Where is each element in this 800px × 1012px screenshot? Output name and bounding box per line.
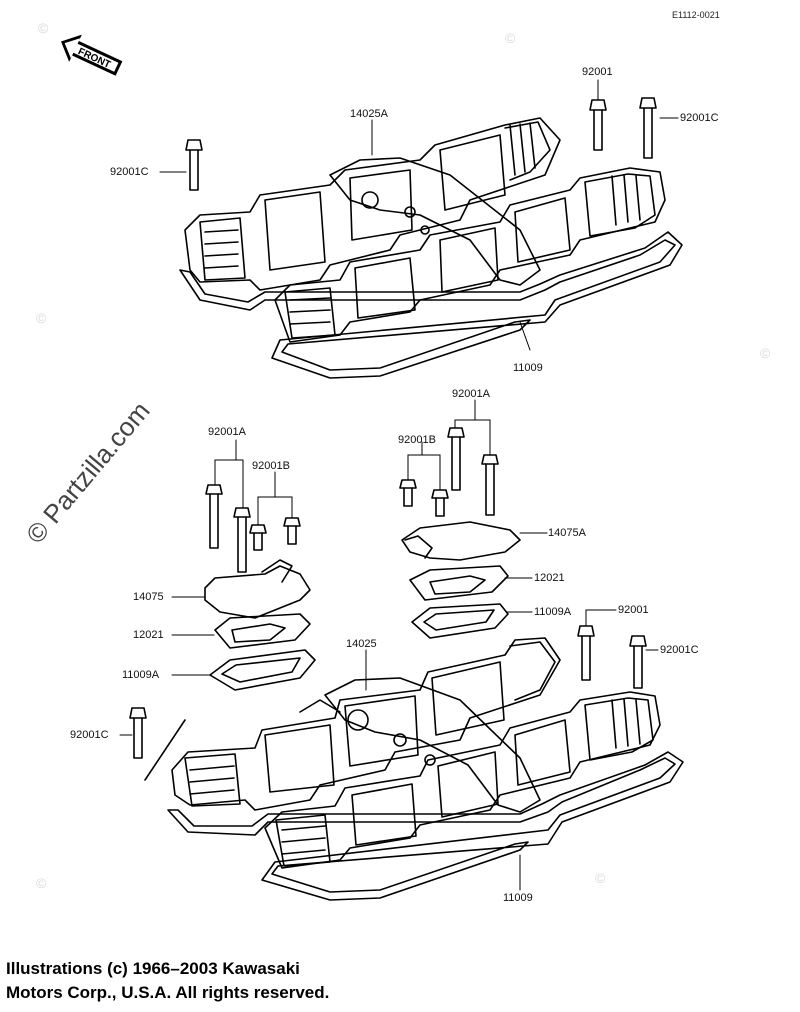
label-92001-lower: 92001 xyxy=(618,604,649,616)
label-12021-left: 12021 xyxy=(133,629,164,641)
plate-12021-left xyxy=(214,613,311,649)
copyright-line-1: Illustrations (c) 1966–2003 Kawasaki xyxy=(6,959,300,978)
bolt-92001C-lower-left xyxy=(129,707,147,759)
label-12021-right: 12021 xyxy=(534,572,565,584)
label-92001C-lower-right: 92001C xyxy=(660,644,699,656)
bolts-92001B-right xyxy=(399,479,449,517)
cover-14025A xyxy=(329,157,541,286)
cylinder-bank-right-top xyxy=(274,167,666,343)
cylinder-bank-left-top xyxy=(184,117,561,291)
front-arrow-icon: FRONT xyxy=(60,34,123,76)
gasket-11009-bottom xyxy=(167,751,684,901)
bolts-92001A-right xyxy=(447,427,499,516)
label-92001C-top-right: 92001C xyxy=(680,112,719,124)
plate-12021-right xyxy=(409,565,509,601)
label-11009A-right: 11009A xyxy=(534,606,572,618)
gasket-11009A-left xyxy=(209,649,316,691)
label-92001-top: 92001 xyxy=(582,66,613,78)
bolt-92001C-top-left xyxy=(185,139,203,191)
label-92001B-right: 92001B xyxy=(398,434,436,446)
diagram-code: E1112-0021 xyxy=(672,10,720,20)
label-92001B-left: 92001B xyxy=(252,460,290,472)
label-11009A-left: 11009A xyxy=(122,669,160,681)
gasket-11009-top xyxy=(179,231,683,379)
breather-cover-14075A xyxy=(401,521,521,561)
copyright-line-2: Motors Corp., U.S.A. All rights reserved… xyxy=(6,983,330,1002)
label-14075A: 14075A xyxy=(548,527,586,539)
bolt-92001C-top-right xyxy=(639,97,657,159)
cover-14025 xyxy=(324,677,541,813)
label-14075: 14075 xyxy=(133,591,164,603)
bolt-92001-top xyxy=(589,99,607,151)
label-92001A-left: 92001A xyxy=(208,426,246,438)
label-11009-top: 11009 xyxy=(513,362,543,374)
label-14025: 14025 xyxy=(346,638,377,650)
bolts-92001B-left xyxy=(249,517,301,551)
label-92001A-right: 92001A xyxy=(452,388,490,400)
label-14025A: 14025A xyxy=(350,108,388,120)
cylinder-bank-right-bottom xyxy=(264,691,661,869)
bolt-92001C-lower-right xyxy=(629,635,647,689)
bolt-92001-lower xyxy=(577,625,595,681)
gasket-11009A-right xyxy=(411,603,509,639)
label-92001C-top-left: 92001C xyxy=(110,166,149,178)
label-11009-bottom: 11009 xyxy=(503,892,533,904)
cylinder-bank-left-bottom xyxy=(171,637,561,811)
label-92001C-lower-left: 92001C xyxy=(70,729,109,741)
bolts-92001A-left xyxy=(205,484,251,573)
breather-cover-14075 xyxy=(204,565,311,619)
